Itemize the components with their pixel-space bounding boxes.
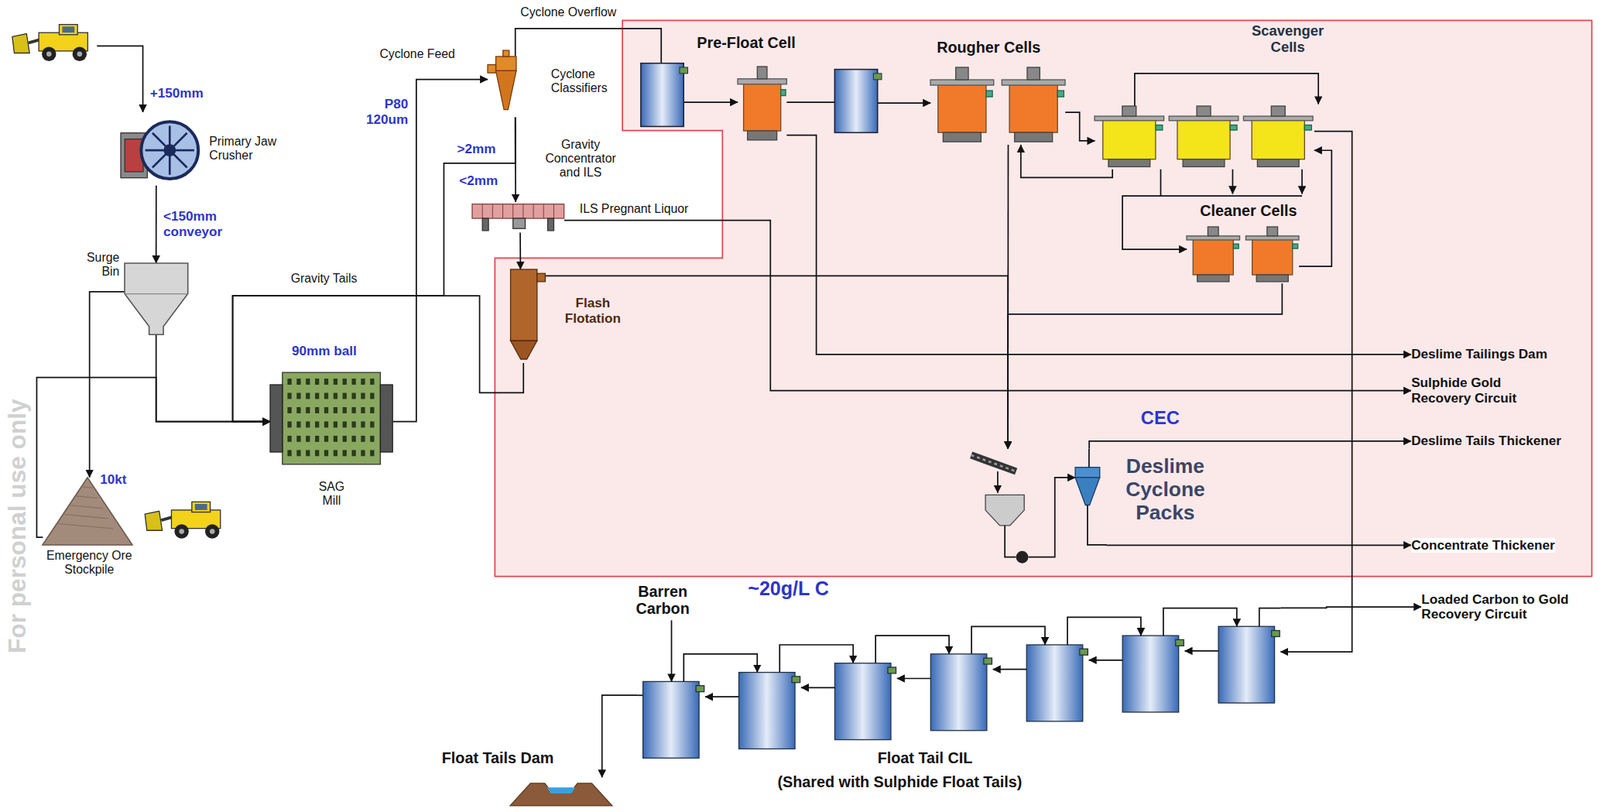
edge-label: ILS Pregnant Liquor [579,202,689,216]
flow-line [89,291,125,478]
equipment-icon [930,67,1066,145]
flow-line [1020,144,1113,178]
node-label: Surge Bin [73,250,120,279]
equipment-icon [124,263,189,335]
equipment-node: Cleaner Cells [1186,226,1299,285]
equipment-node: Gravity Concentrator and ILS [472,202,565,233]
node-label: Loaded Carbon to Gold Recovery Circuit [1421,592,1595,623]
feed-line [96,45,143,113]
annotation: 10kt [99,472,127,488]
equipment-icon [1186,226,1299,285]
node-label: CEC [1140,407,1180,429]
flow-line [1106,544,1412,546]
equipment-node: SAG Mill [270,362,393,475]
annotation: Cyclone Feed [379,47,455,62]
destination-node: Loaded Carbon to Gold Recovery Circuit [1421,592,1595,623]
flow-line [393,79,489,422]
flow-line [544,275,1008,449]
equipment-icon [487,56,525,118]
region-outline [494,20,1592,576]
equipment-node: Float Tail CIL(Shared with Sulphide Floa… [637,599,1281,774]
loader-icon [144,501,221,538]
destination-node: Sulphide Gold Recovery Circuit [1411,375,1539,406]
equipment-icon [270,362,393,475]
destination-node: Deslime Tails Thickener [1411,433,1562,449]
flow-line [1089,441,1412,449]
node-label: Primary Jaw Crusher [208,134,296,163]
node-label: Float Tail CIL [877,749,974,768]
flow-line [786,135,1412,355]
equipment-node: Float Tails Dam [510,777,613,806]
flow-line [602,695,638,778]
annotation: P80 120um [362,96,408,127]
collector-line [1160,195,1302,197]
tank-nozzle [679,67,689,74]
node-label: Pre-Float Cell [696,34,795,52]
equipment-node: Scavenger Cells [1094,106,1314,170]
equipment-icon [120,114,201,186]
node-label: Emergency Ore Stockpile [25,548,154,577]
flow-line [1007,283,1282,449]
flow-line [1065,112,1095,141]
collector-line [1301,169,1303,195]
node-label: Deslime Tailings Dam [1411,346,1548,363]
equipment-icon [637,599,1281,774]
node-label: (Shared with Sulphide Float Tails) [777,773,1022,792]
node-label: Deslime Cyclone Packs [1114,454,1217,525]
conditioning-tank [834,69,878,134]
node-label: Cyclone Classifiers [551,67,621,96]
node-label: Scavenger Cells [1236,22,1340,55]
equipment-node: Pre-Float Cell [737,66,787,144]
flow-line [1280,606,1422,608]
flow-line [156,334,271,422]
equipment-node: Cyclone Classifiers [487,56,525,118]
tank-nozzle [873,73,882,80]
node-label: Cleaner Cells [1199,202,1297,220]
conditioning-tank [640,63,684,127]
edge-label: <150mm conveyor [163,208,240,240]
equipment-icon [1094,106,1314,170]
equipment-node: Primary Jaw Crusher [120,114,201,186]
watermark: For personal use only [3,398,31,654]
annotation: Barren Carbon [624,582,702,618]
node-label: Deslime Tails Thickener [1411,433,1562,449]
equipment-node: CECDeslime Cyclone Packs [969,448,1107,570]
node-label: Concentrate Thickener [1411,537,1556,554]
node-label: SAG Mill [311,479,353,508]
node-label: Flash Flotation [555,295,630,326]
edge-label: >2mm [457,141,497,158]
annotation: +150mm [150,85,204,102]
destination-node: Concentrate Thickener [1411,537,1556,554]
equipment-icon [969,448,1107,570]
annotation: Gravity Tails [291,271,358,286]
flow-line [1298,150,1332,267]
equipment-node: Rougher Cells [930,67,1066,145]
annotation: Cyclone Overflow [520,5,617,20]
equipment-icon [510,777,613,806]
flow-line [1122,169,1187,250]
equipment-icon [737,66,787,144]
equipment-node: Flash Flotation [502,269,545,364]
edge-label: <2mm [459,173,498,189]
equipment-node: Surge Bin [124,263,189,335]
node-label: Float Tails Dam [441,749,555,768]
collector-line [1232,169,1234,195]
flow-line [155,185,158,264]
equipment-icon [502,269,545,364]
annotation: 90mm ball [291,343,357,360]
node-label: Gravity Concentrator and ILS [538,137,623,181]
flow-line [564,220,1412,391]
node-label: Sulphide Gold Recovery Circuit [1411,375,1539,406]
loader-icon [12,24,89,62]
equipment-icon [472,202,565,233]
annotation: ~20g/L C [747,577,830,600]
recycle-line [1134,73,1319,107]
flow-line [519,232,521,269]
destination-node: Deslime Tailings Dam [1411,346,1548,363]
node-label: Rougher Cells [936,38,1041,57]
